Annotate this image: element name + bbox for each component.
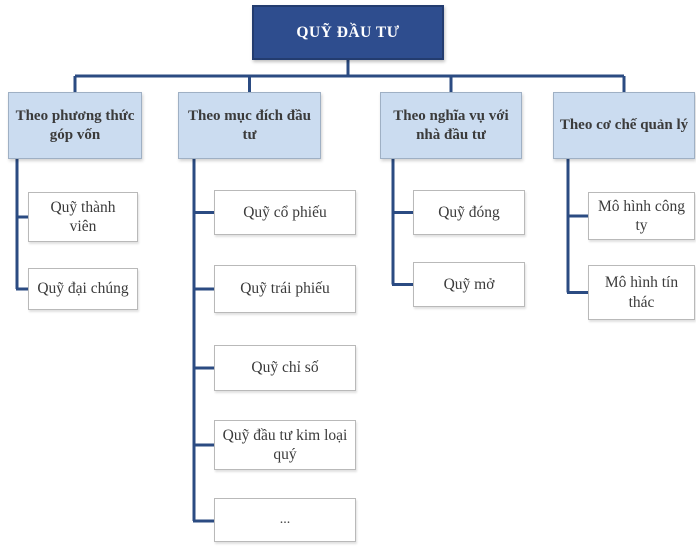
node-leaf-quy-trai-phieu: Quỹ trái phiếu [214, 265, 356, 313]
leaf-label: Quỹ thành viên [50, 198, 116, 235]
node-root-quy-dau-tu: QUỸ ĐẦU TƯ [252, 5, 444, 60]
leaf-label: Mô hình tín thác [604, 274, 679, 311]
node-leaf-quy-dau-tu-kim-loai-quy: Quỹ đầu tư kim loại quý [214, 420, 356, 470]
node-leaf-quy-dong: Quỹ đóng [413, 190, 525, 235]
branch-label: Theo nghĩa vụ với nhà đầu tư [393, 107, 509, 143]
leaf-label: Quỹ trái phiếu [240, 280, 330, 298]
branch-label: Theo cơ chế quản lý [559, 117, 689, 134]
branch-label: Theo phương thức góp vốn [15, 107, 135, 143]
leaf-label: Quỹ đầu tư kim loại quý [222, 426, 348, 463]
leaf-label: ... [279, 512, 291, 528]
node-branch-theo-nghia-vu-voi-nha-dau-tu: Theo nghĩa vụ với nhà đầu tư [380, 92, 522, 159]
node-leaf-mo-hinh-tin-thac: Mô hình tín thác [588, 265, 695, 320]
leaf-label: Mô hình công ty [598, 197, 685, 234]
leaf-label: Quỹ mở [443, 275, 495, 293]
node-branch-theo-muc-dich-dau-tu: Theo mục đích đầu tư [178, 92, 321, 159]
node-branch-theo-co-che-quan-ly: Theo cơ chế quản lý [553, 92, 695, 159]
node-leaf-quy-mo: Quỹ mở [413, 262, 525, 307]
branch-label: Theo mục đích đầu tư [188, 107, 311, 143]
leaf-label: Quỹ chỉ số [251, 359, 319, 377]
node-root-label: QUỸ ĐẦU TƯ [296, 23, 400, 41]
node-leaf-mo-hinh-cong-ty: Mô hình công ty [588, 192, 695, 240]
leaf-label: Quỹ cổ phiếu [243, 203, 327, 221]
node-leaf-quy-co-phieu: Quỹ cổ phiếu [214, 190, 356, 235]
node-leaf-quy-thanh-vien: Quỹ thành viên [28, 192, 138, 242]
node-leaf-quy-dai-chung: Quỹ đại chúng [28, 268, 138, 310]
leaf-label: Quỹ đại chúng [37, 280, 129, 298]
node-branch-theo-phuong-thuc-gop-von: Theo phương thức góp vốn [8, 92, 142, 159]
node-leaf-ellipsis: ... [214, 498, 356, 542]
node-leaf-quy-chi-so: Quỹ chỉ số [214, 345, 356, 391]
leaf-label: Quỹ đóng [438, 203, 500, 221]
